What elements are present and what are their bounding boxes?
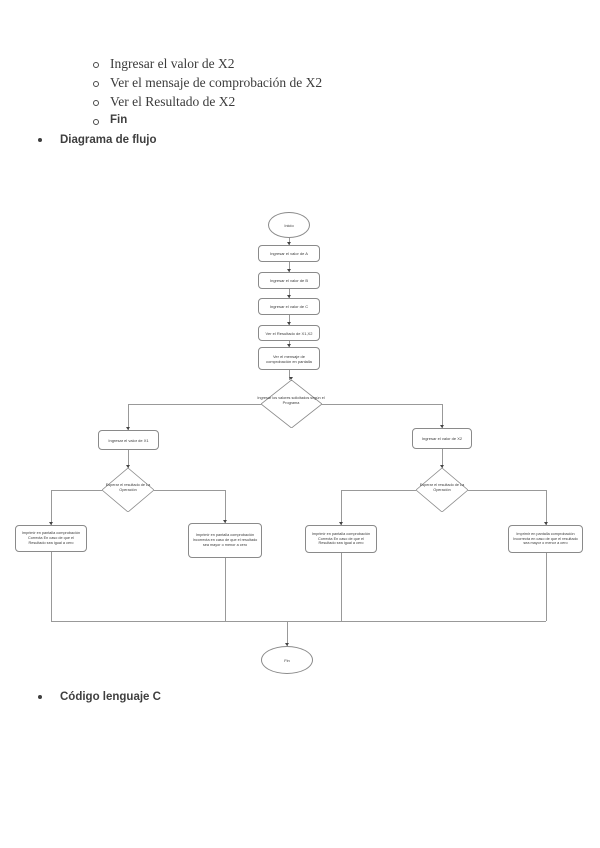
connector-line xyxy=(288,289,290,298)
arrowhead-icon xyxy=(544,521,548,525)
decision-diamond-shape xyxy=(261,380,322,428)
arrowhead-icon xyxy=(440,424,444,428)
decision-diamond-shape xyxy=(102,468,154,512)
arrowhead-icon xyxy=(287,294,291,298)
list-item-label: Ver el Resultado de X2 xyxy=(110,94,236,109)
arrowhead-icon xyxy=(126,464,130,468)
connector-line xyxy=(288,262,290,272)
list-item: Fin xyxy=(93,113,127,127)
section-label: Diagrama de flujo xyxy=(60,134,157,146)
solid-bullet-icon xyxy=(38,695,42,699)
connector-line xyxy=(51,489,102,491)
flow-step-input-b: Ingresar el valor de B xyxy=(258,272,320,289)
flow-step-message: Ver el mensaje de comprobación en pantal… xyxy=(258,347,320,370)
connector-line xyxy=(154,489,225,491)
connector-line xyxy=(468,489,546,491)
connector-line xyxy=(546,553,547,621)
flow-start-node: Inicio xyxy=(268,212,310,238)
list-item: Ver el Resultado de X2 xyxy=(93,94,235,110)
connector-line xyxy=(341,489,416,491)
arrowhead-icon xyxy=(126,426,130,430)
flow-left-decision: Esperar el resultado de La Operación xyxy=(105,483,151,492)
list-item-label: Ver el mensaje de comprobación de X2 xyxy=(110,75,323,90)
hollow-bullet-icon xyxy=(93,119,99,125)
arrowhead-icon xyxy=(49,521,53,525)
connector-line xyxy=(287,621,288,646)
flow-right-decision: Esperar el resultado de La Operación xyxy=(419,483,465,492)
flow-input-x2: Ingresar el valor de X2 xyxy=(412,428,472,449)
connector-line xyxy=(442,404,443,428)
connector-line xyxy=(128,403,261,405)
solid-bullet-icon xyxy=(38,138,42,142)
connector-line xyxy=(51,621,546,622)
list-item: Ingresar el valor de X2 xyxy=(93,56,234,72)
list-item-diagrama: Diagrama de flujo xyxy=(38,133,157,147)
connector-line xyxy=(225,558,226,621)
connector-line xyxy=(288,315,290,325)
flow-step-result: Ver el Resultado de X1,X2 xyxy=(258,325,320,341)
arrowhead-icon xyxy=(285,642,289,646)
arrowhead-icon xyxy=(440,464,444,468)
connector-line xyxy=(546,490,547,525)
flow-step-input-a: Ingresar el valor de A xyxy=(258,245,320,262)
flow-left-outcome-incorrect: Imprimir en pantalla comprobación Incorr… xyxy=(188,523,262,558)
arrowhead-icon xyxy=(223,519,227,523)
list-item-codigo: Código lenguaje C xyxy=(38,690,161,704)
arrowhead-icon xyxy=(287,268,291,272)
decision-diamond-shape xyxy=(416,468,468,512)
hollow-bullet-icon xyxy=(93,62,99,68)
arrowhead-icon xyxy=(287,321,291,325)
flow-step-input-c: Ingresar el valor de C xyxy=(258,298,320,315)
connector-line xyxy=(51,490,52,525)
connector-line xyxy=(128,450,129,468)
flow-end-node: Fin xyxy=(261,646,313,674)
connector-line xyxy=(225,490,226,523)
arrowhead-icon xyxy=(287,241,291,245)
section-label: Código lenguaje C xyxy=(60,691,161,703)
connector-line xyxy=(51,552,52,621)
list-item-label: Ingresar el valor de X2 xyxy=(110,56,235,71)
flow-right-outcome-incorrect: Imprimir en pantalla comprobación Incorr… xyxy=(508,525,583,553)
flow-main-decision: Ingresar los valores solicitados según e… xyxy=(257,396,325,405)
flow-left-outcome-correct: Imprimir en pantalla comprobación Correc… xyxy=(15,525,87,552)
flow-input-x1: Ingresar el valor de X1 xyxy=(98,430,159,450)
arrowhead-icon xyxy=(339,521,343,525)
arrowhead-icon xyxy=(287,343,291,347)
arrowhead-icon xyxy=(289,376,293,380)
connector-line xyxy=(442,449,443,468)
flow-right-outcome-correct: Imprimir en pantalla comprobación Correc… xyxy=(305,525,377,553)
hollow-bullet-icon xyxy=(93,81,99,87)
connector-line xyxy=(341,553,342,621)
list-item-label: Fin xyxy=(110,114,128,126)
connector-line xyxy=(288,370,290,380)
connector-line xyxy=(321,403,442,405)
connector-line xyxy=(341,490,342,525)
hollow-bullet-icon xyxy=(93,100,99,106)
connector-line xyxy=(128,404,129,430)
list-item: Ver el mensaje de comprobación de X2 xyxy=(93,75,322,91)
